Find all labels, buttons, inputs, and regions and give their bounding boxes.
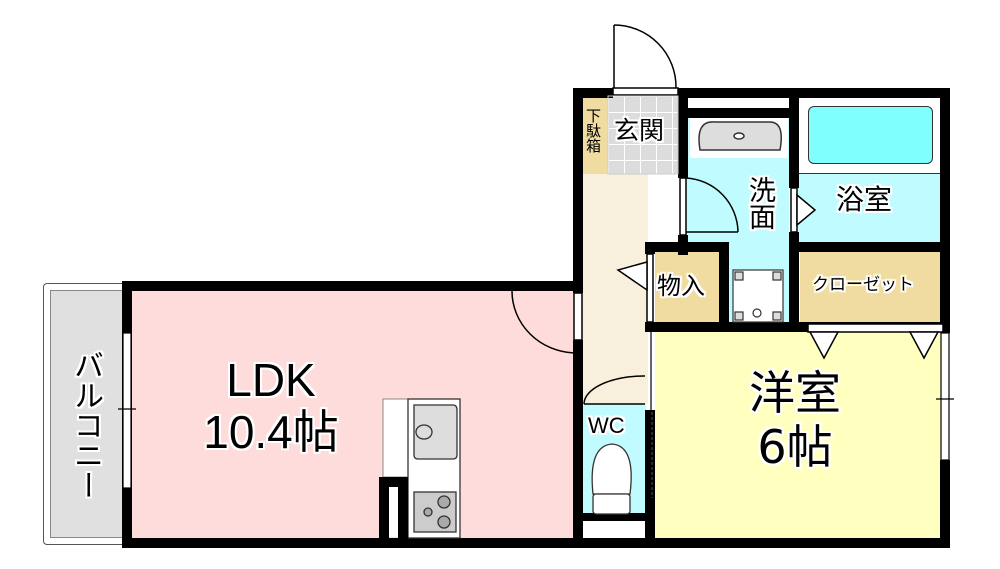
western-name: 洋室 (749, 366, 841, 420)
storage-label: 物入 (657, 272, 705, 300)
entrance-label: 玄関 (614, 116, 665, 145)
toilet-label: WC (588, 413, 625, 438)
ldk-room (128, 290, 580, 540)
entrance-floor (608, 96, 678, 174)
balcony-label: バルコニー (68, 350, 103, 500)
closet (800, 252, 943, 324)
washroom-label: 洗面 (744, 176, 775, 230)
bathtub (808, 106, 933, 164)
western-room (655, 332, 945, 540)
storage-room (655, 250, 719, 322)
bathroom-label: 浴室 (836, 183, 893, 216)
closet-label: クローゼット (812, 275, 914, 295)
shoe-box (583, 96, 608, 174)
ldk-size: 10.4帖 (203, 406, 339, 458)
western-size: 6帖 (757, 420, 833, 474)
ldk-label: LDK 10.4帖 (196, 357, 346, 455)
shoe-box-label: 下駄箱 (584, 108, 602, 153)
balcony-floor (50, 290, 128, 538)
ldk-name: LDK (226, 354, 316, 406)
hallway (580, 174, 648, 404)
western-label: 洋室 6帖 (730, 370, 860, 470)
